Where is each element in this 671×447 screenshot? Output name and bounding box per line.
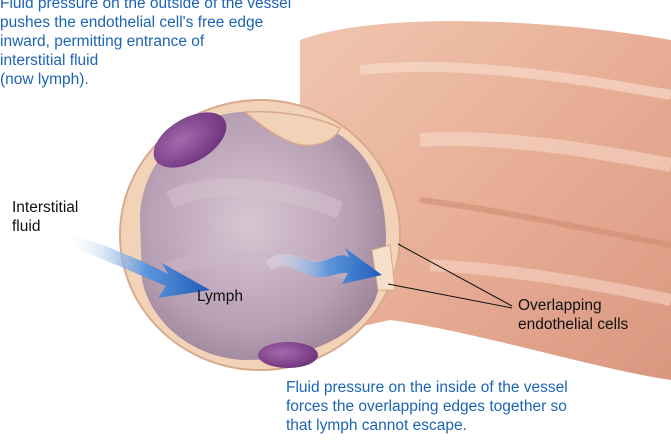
lymph-label: Lymph: [197, 287, 243, 306]
cell-nucleus: [258, 342, 318, 368]
interstitial-fluid-label: Interstitial fluid: [12, 198, 78, 236]
overlapping-cells-label: Overlapping endothelial cells: [518, 296, 628, 334]
inside-pressure-caption: Fluid pressure on the inside of the vess…: [286, 378, 568, 435]
outside-pressure-caption: Fluid pressure on the outside of the ves…: [0, 0, 291, 89]
